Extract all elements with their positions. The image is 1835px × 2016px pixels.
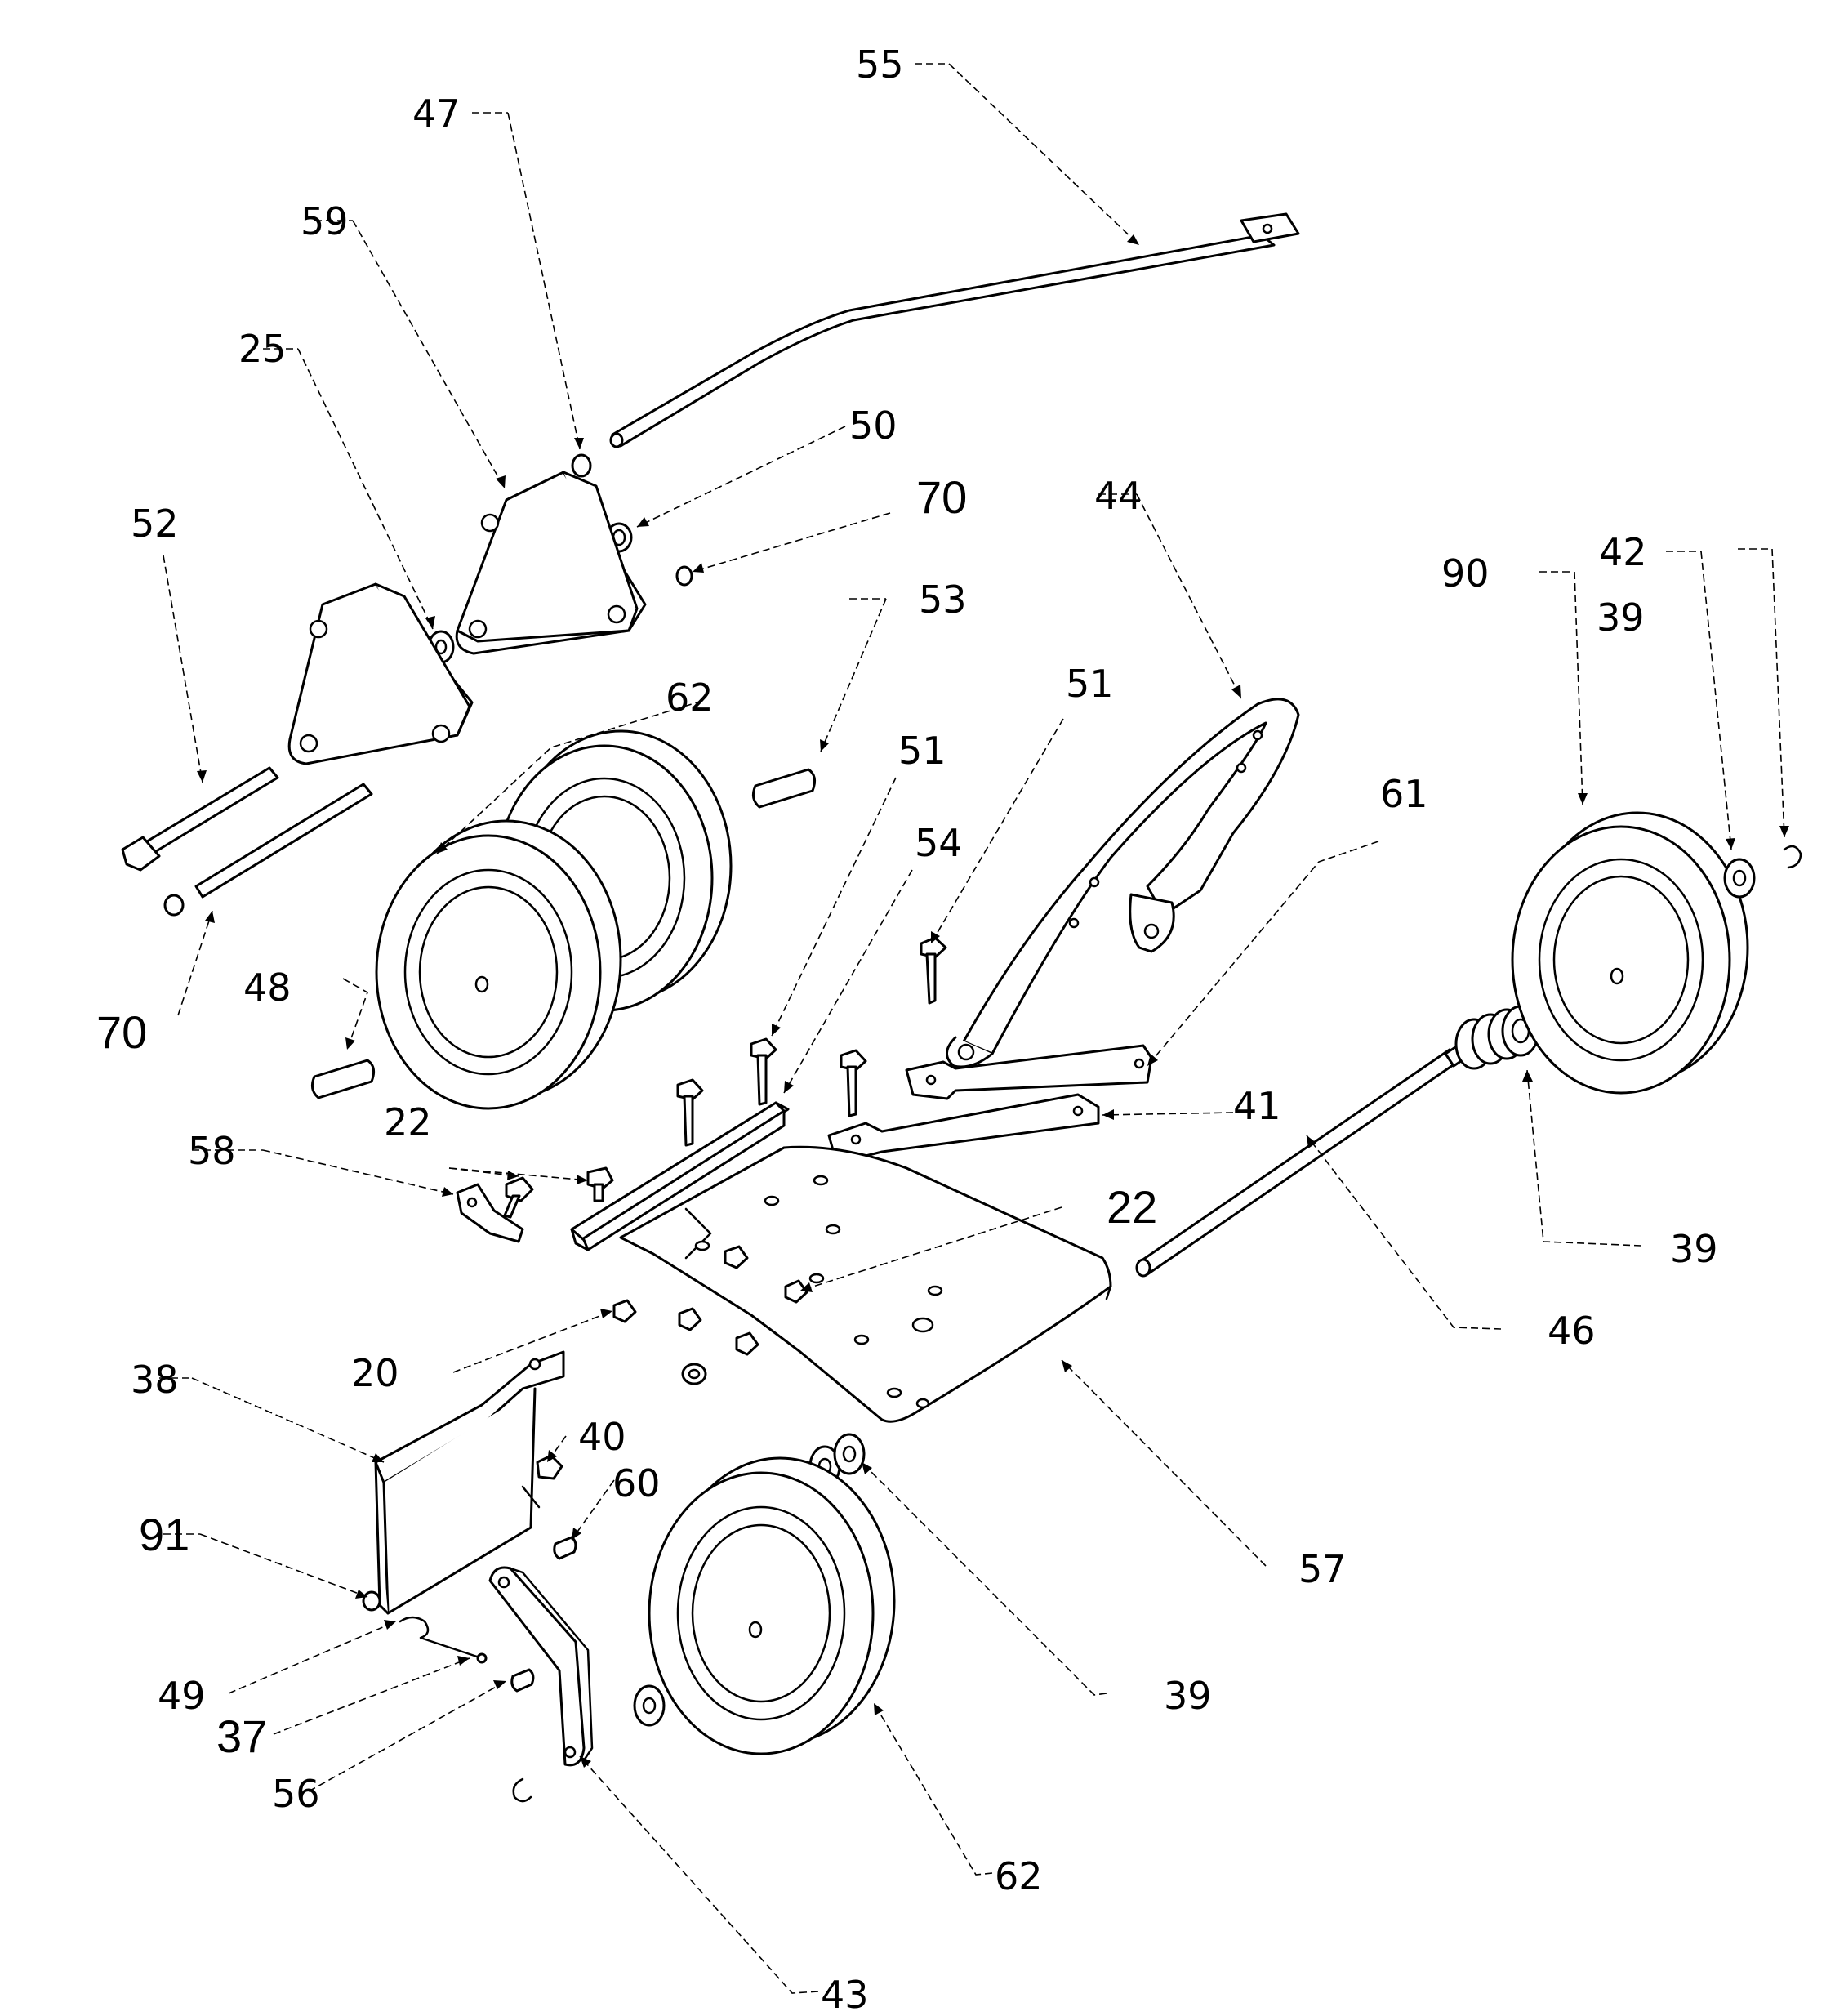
nut-cluster	[612, 1245, 808, 1385]
bolt-51-left	[750, 1037, 777, 1106]
label-60: 60	[612, 1461, 661, 1505]
bar-61	[905, 1044, 1153, 1100]
label-59: 59	[301, 199, 349, 243]
clip-42	[1783, 845, 1802, 869]
label-47: 47	[412, 91, 461, 136]
channel-54	[570, 1101, 790, 1251]
wheel-62-front	[375, 819, 622, 1110]
label-25: 25	[238, 327, 287, 371]
label-46: 46	[1548, 1309, 1596, 1353]
label-22-right: 22	[1107, 1181, 1157, 1233]
label-41: 41	[1233, 1084, 1281, 1128]
label-44: 44	[1094, 474, 1142, 518]
label-stubs	[159, 63, 1772, 1535]
bar-41	[827, 1093, 1100, 1157]
bolt-center-b	[840, 1049, 867, 1117]
label-51-left: 51	[898, 729, 946, 773]
label-48: 48	[243, 966, 292, 1010]
label-62-top: 62	[666, 676, 714, 720]
label-40: 40	[578, 1415, 626, 1459]
label-91: 91	[139, 1509, 189, 1560]
label-70-left: 70	[96, 1006, 147, 1058]
label-37: 37	[216, 1710, 267, 1762]
leader-lines	[163, 63, 1785, 1994]
label-51-right: 51	[1066, 662, 1114, 706]
label-55: 55	[856, 42, 904, 87]
label-39-top: 39	[1597, 595, 1645, 640]
bracket-front	[287, 582, 474, 765]
label-62-bottom: 62	[995, 1854, 1043, 1898]
bracket-58	[456, 1183, 524, 1243]
label-61: 61	[1380, 772, 1428, 816]
label-39-right: 39	[1670, 1227, 1718, 1271]
wheel-62-bottom	[648, 1456, 896, 1755]
wheel-90	[1511, 811, 1749, 1095]
pulley-39	[1454, 1005, 1540, 1070]
label-57: 57	[1298, 1547, 1347, 1591]
clip-bottom	[512, 1777, 532, 1803]
bolt-52	[121, 766, 279, 872]
washer-bottom-wheel	[633, 1684, 666, 1727]
lever-plate-38	[374, 1350, 565, 1615]
label-49: 49	[158, 1674, 206, 1718]
bolt-22-center	[586, 1166, 614, 1202]
axle-46	[1135, 1036, 1480, 1278]
bolt-51-right	[920, 936, 947, 1005]
label-20: 20	[351, 1351, 399, 1395]
label-52: 52	[131, 502, 179, 546]
label-54: 54	[915, 821, 963, 865]
label-70-top: 70	[916, 471, 967, 523]
label-56: 56	[272, 1772, 320, 1816]
handle-frame-44	[946, 698, 1300, 1068]
label-53: 53	[919, 578, 967, 622]
pin-53	[751, 768, 817, 809]
label-43: 43	[821, 1973, 869, 2016]
bracket-59	[455, 471, 647, 655]
label-90: 90	[1441, 551, 1490, 595]
bolt-center-a	[676, 1078, 704, 1147]
label-50: 50	[849, 404, 897, 448]
handle-bar-part	[609, 212, 1300, 448]
link-arm-43	[488, 1566, 594, 1767]
rod-48	[194, 783, 373, 899]
label-22-left: 22	[384, 1100, 432, 1144]
label-58: 58	[188, 1129, 236, 1173]
label-38: 38	[131, 1358, 179, 1402]
deck-57	[619, 1145, 1112, 1423]
bolt-22-left	[503, 1176, 534, 1219]
washer-39-right	[1723, 858, 1756, 899]
washer-70-left	[163, 894, 185, 917]
washer-47	[571, 453, 592, 478]
pin-60	[553, 1536, 577, 1560]
label-39-bottom: 39	[1164, 1674, 1212, 1718]
spring-pin-37	[399, 1616, 488, 1664]
pin-56	[510, 1668, 535, 1693]
part-labels: 55 47 59 25 50 70 52 44 53 62 90 42 39 5…	[96, 42, 1718, 2016]
label-42: 42	[1599, 530, 1647, 574]
nut-91	[362, 1590, 381, 1612]
pin-left	[310, 1059, 376, 1099]
leader-arrowheads	[197, 234, 1789, 1768]
washer-70-top	[675, 565, 693, 587]
